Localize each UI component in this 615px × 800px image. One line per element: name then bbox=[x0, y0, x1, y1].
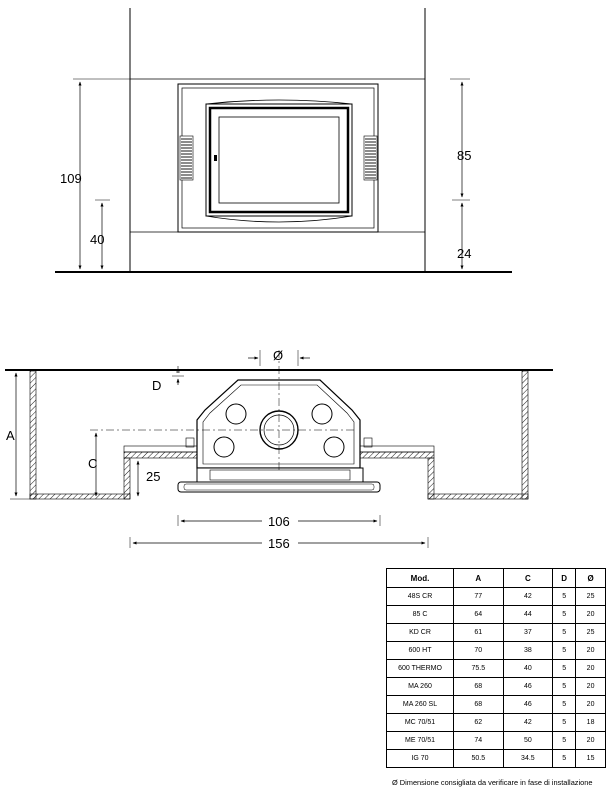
cell-a: 70 bbox=[453, 641, 504, 660]
cell-diameter: 18 bbox=[575, 713, 606, 732]
cell-model: MC 70/51 bbox=[386, 713, 454, 732]
right-air-grille bbox=[363, 135, 378, 181]
cell-model: 600 HT bbox=[386, 641, 454, 660]
cell-c: 50 bbox=[502, 731, 554, 750]
cell-diameter: 25 bbox=[575, 587, 606, 606]
outlet-bottom-right bbox=[323, 436, 345, 458]
front-elevation: 109 40 85 24 bbox=[55, 8, 512, 273]
cell-a: 74 bbox=[453, 731, 504, 750]
cell-d: 5 bbox=[552, 641, 577, 660]
outlet-top-right bbox=[311, 403, 333, 425]
insert-cladding bbox=[177, 83, 379, 233]
plan-view: Ø D A C 25 106 156 bbox=[5, 348, 553, 551]
cell-d: 5 bbox=[552, 695, 577, 714]
cell-d: 5 bbox=[552, 713, 577, 732]
col-header-a: A bbox=[453, 568, 504, 588]
label-a: A bbox=[6, 428, 15, 443]
cell-d: 5 bbox=[552, 659, 577, 678]
cell-diameter: 25 bbox=[575, 623, 606, 642]
table-row: MC 70/51 62 42 5 18 bbox=[386, 713, 606, 732]
cell-diameter: 20 bbox=[575, 677, 606, 696]
cell-diameter: 20 bbox=[575, 641, 606, 660]
table-row: MA 260 68 46 5 20 bbox=[386, 677, 606, 696]
cell-a: 64 bbox=[453, 605, 504, 624]
cell-d: 5 bbox=[552, 749, 577, 768]
cell-c: 40 bbox=[502, 659, 554, 678]
fire-door bbox=[205, 103, 353, 217]
cell-diameter: 20 bbox=[575, 731, 606, 750]
cell-diameter: 20 bbox=[575, 659, 606, 678]
outlet-top-left bbox=[225, 403, 247, 425]
label-flue-diameter: Ø bbox=[273, 348, 283, 363]
table-row: 600 HT 70 38 5 20 bbox=[386, 641, 606, 660]
cell-model: 85 C bbox=[386, 605, 454, 624]
cell-d: 5 bbox=[552, 677, 577, 696]
cell-c: 37 bbox=[502, 623, 554, 642]
cell-a: 68 bbox=[453, 677, 504, 696]
dim-inner-width: 106 bbox=[268, 514, 290, 529]
col-header-d: D bbox=[552, 568, 577, 588]
door-glass bbox=[218, 116, 340, 204]
label-c: C bbox=[88, 456, 97, 471]
table-row: 85 C 64 44 5 20 bbox=[386, 605, 606, 624]
cell-d: 5 bbox=[552, 731, 577, 750]
dim-glass-height: 85 bbox=[457, 148, 471, 163]
cell-model: 600 THERMO bbox=[386, 659, 454, 678]
cell-a: 61 bbox=[453, 623, 504, 642]
cell-a: 77 bbox=[453, 587, 504, 606]
dim-base-height: 40 bbox=[90, 232, 104, 247]
cell-a: 50.5 bbox=[453, 749, 504, 768]
cell-c: 44 bbox=[502, 605, 554, 624]
table-row: 48S CR 77 42 5 25 bbox=[386, 587, 606, 606]
cell-a: 62 bbox=[453, 713, 504, 732]
table-row: 600 THERMO 75.5 40 5 20 bbox=[386, 659, 606, 678]
cell-c: 34.5 bbox=[502, 749, 554, 768]
cell-diameter: 20 bbox=[575, 695, 606, 714]
cell-c: 42 bbox=[502, 587, 554, 606]
cell-c: 42 bbox=[502, 713, 554, 732]
cell-d: 5 bbox=[552, 587, 577, 606]
table-row: KD CR 61 37 5 25 bbox=[386, 623, 606, 642]
cell-model: 48S CR bbox=[386, 587, 454, 606]
cell-model: KD CR bbox=[386, 623, 454, 642]
table-row: MA 260 SL 68 46 5 20 bbox=[386, 695, 606, 714]
table-header-row: Mod. A C D Ø bbox=[386, 568, 606, 588]
cell-model: IG 70 bbox=[386, 749, 454, 768]
col-header-model: Mod. bbox=[386, 568, 454, 588]
dim-lower-height: 24 bbox=[457, 246, 471, 261]
outlet-bottom-left bbox=[213, 436, 235, 458]
cell-c: 46 bbox=[502, 677, 554, 696]
cell-model: MA 260 SL bbox=[386, 695, 454, 714]
dim-total-height: 109 bbox=[60, 171, 82, 186]
cell-d: 5 bbox=[552, 623, 577, 642]
cell-diameter: 20 bbox=[575, 605, 606, 624]
cell-a: 68 bbox=[453, 695, 504, 714]
table-row: IG 70 50.5 34.5 5 15 bbox=[386, 749, 606, 768]
col-header-diameter: Ø bbox=[575, 568, 606, 588]
door-handle bbox=[214, 155, 217, 161]
cell-model: ME 70/51 bbox=[386, 731, 454, 750]
dim-side-depth: 25 bbox=[146, 469, 160, 484]
label-d: D bbox=[152, 378, 161, 393]
table-row: ME 70/51 74 50 5 20 bbox=[386, 731, 606, 750]
cell-d: 5 bbox=[552, 605, 577, 624]
cell-model: MA 260 bbox=[386, 677, 454, 696]
left-air-grille bbox=[179, 135, 194, 181]
cell-diameter: 15 bbox=[575, 749, 606, 768]
table-footnote: Ø Dimensione consigliata da verificare i… bbox=[392, 778, 593, 787]
cell-c: 46 bbox=[502, 695, 554, 714]
col-header-c: C bbox=[502, 568, 554, 588]
fireplace-insert-plan bbox=[177, 379, 381, 493]
dim-outer-width: 156 bbox=[268, 536, 290, 551]
cell-c: 38 bbox=[502, 641, 554, 660]
model-dimensions-table: Mod. A C D Ø 48S CR 77 42 5 25 85 C 64 4… bbox=[386, 568, 606, 768]
cell-a: 75.5 bbox=[453, 659, 504, 678]
